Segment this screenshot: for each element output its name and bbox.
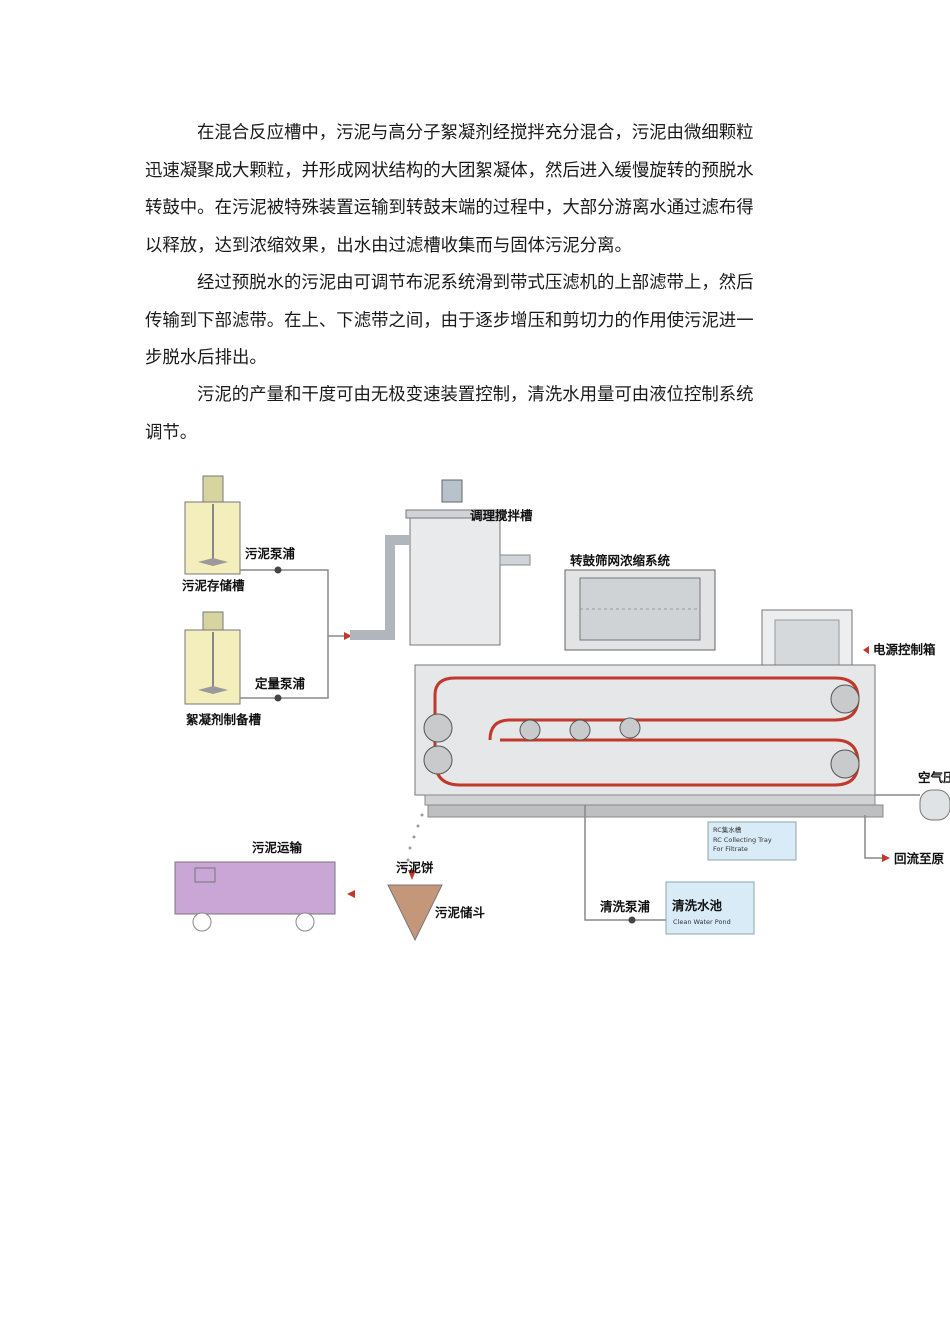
flocculant-tank-label: 絮凝剂制备槽 (186, 712, 262, 727)
text-line: 污泥的产量和干度可由无极变速装置控制，清洗水用量可由液位控制系统 (197, 385, 754, 405)
mixing-tank (350, 479, 531, 646)
return-flow-label: 回流至原 (894, 851, 945, 866)
paragraph-2: 经过预脱水的污泥由可调节布泥系统滑到带式压滤机的上部滤带上，然后 传输到下部滤带… (145, 265, 810, 378)
sludge-pump-icon (274, 566, 282, 574)
feed-arrow-icon (344, 632, 352, 640)
press-rollers (423, 684, 860, 779)
sludge-hopper-label: 污泥储斗 (435, 905, 486, 920)
rotary-drum (564, 569, 716, 651)
sludge-storage-label: 污泥存储槽 (182, 578, 245, 593)
control-arrow-icon (863, 646, 869, 654)
rc-collecting-tray (707, 821, 797, 861)
flocculant-tank (184, 611, 241, 705)
air-compressor-label: 空气压 (918, 770, 950, 785)
return-pipe (864, 815, 882, 859)
rc-tray-en-label-2: For Filtrate (713, 845, 748, 853)
sludge-pump-label: 污泥泵浦 (245, 546, 296, 561)
wash-pump-label: 清洗泵浦 (600, 899, 651, 914)
rc-tray-en-label: RC Collecting Tray (713, 836, 772, 844)
transport-arrow-icon (347, 890, 355, 898)
text-line: 传输到下部滤带。在上、下滤带之间，由于逐步增压和剪切力的作用使污泥进一 (145, 310, 754, 331)
text-line: 调节。 (145, 422, 198, 443)
mixing-tank-label: 调理搅拌槽 (470, 508, 533, 523)
cake-arrow-icon (408, 870, 416, 880)
rc-tray-label: RC集水槽 (713, 825, 742, 834)
paragraph-1: 在混合反应槽中，污泥与高分子絮凝剂经搅拌充分混合，污泥由微细颗粒 迅速凝聚成大颗… (145, 115, 810, 265)
wash-pump-icon (628, 916, 636, 924)
clean-water-pond (665, 881, 755, 935)
clean-pond-en-label: Clean Water Pond (673, 918, 731, 926)
sludge-hopper (387, 884, 443, 942)
text-line: 迅速凝聚成大颗粒，并形成网状结构的大团絮凝体，然后进入缓慢旋转的预脱水 (145, 160, 754, 181)
dosing-pump-label: 定量泵浦 (254, 676, 306, 691)
text-line: 转鼓中。在污泥被特殊装置运输到转鼓末端的过程中，大部分游离水通过滤布得 (145, 198, 754, 218)
sludge-cake-fall (402, 813, 424, 870)
sludge-truck (174, 861, 336, 932)
return-arrow-icon (882, 854, 890, 862)
air-compressor (919, 789, 950, 821)
control-box-label: 电源控制箱 (873, 642, 936, 657)
belt-filter-press-diagram: 污泥泵浦 污泥存储槽 定量泵浦 絮凝剂制备槽 调理搅拌槽 转鼓筛网浓缩系统 电源… (174, 475, 950, 942)
sludge-storage-tank (184, 475, 241, 575)
text-line: 步脱水后排出。 (145, 348, 267, 368)
clean-pond-label: 清洗水池 (672, 898, 723, 913)
text-line: 以释放，达到浓缩效果，出水由过滤槽收集而与固体污泥分离。 (145, 235, 632, 256)
wash-pipe (584, 805, 666, 921)
paragraph-3: 污泥的产量和干度可由无极变速装置控制，清洗水用量可由液位控制系统 调节。 (145, 377, 810, 452)
text-line: 经过预脱水的污泥由可调节布泥系统滑到带式压滤机的上部滤带上，然后 (197, 273, 754, 293)
rotary-drum-label: 转鼓筛网浓缩系统 (570, 553, 671, 568)
text-line: 在混合反应槽中，污泥与高分子絮凝剂经搅拌充分混合，污泥由微细颗粒 (197, 123, 754, 143)
sludge-cake-label: 污泥饼 (396, 860, 434, 875)
dosing-pump-icon (274, 694, 282, 702)
sludge-transport-label: 污泥运输 (252, 840, 303, 855)
